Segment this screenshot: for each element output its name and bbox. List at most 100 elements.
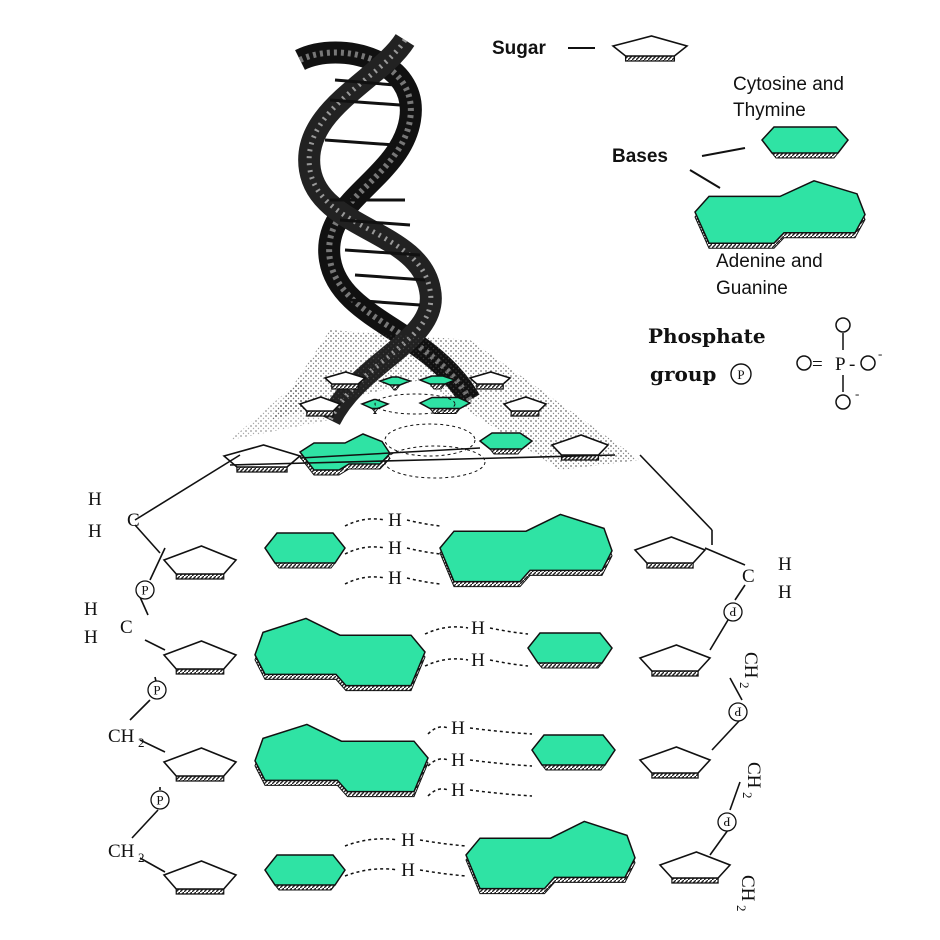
phosphate-group-icon: P (147, 680, 167, 700)
sugar-icon (298, 396, 342, 417)
sugar-icon (638, 644, 712, 677)
svg-text:P: P (141, 583, 148, 598)
svg-text:P: P (723, 815, 730, 830)
svg-text:P: P (729, 605, 736, 620)
phosphate-group-icon: P (728, 702, 748, 722)
legend-phosphate-line1: Phosphate (648, 324, 766, 348)
hydrogen-bond: H (344, 568, 441, 589)
purine-base-icon (254, 723, 429, 798)
sugar-icon (658, 851, 732, 884)
hydrogen-atom-label: H (451, 750, 465, 771)
hydrogen-bond: H (424, 618, 529, 639)
sugar-icon (468, 371, 512, 390)
pyrimidine-base-icon (527, 632, 613, 669)
legend-pyrimidines-line1: Cytosine and (733, 74, 844, 95)
hydrogen-atom-label: H (88, 489, 102, 510)
svg-text:-: - (855, 386, 859, 401)
hydrogen-bond: H (427, 718, 533, 739)
backbone-bond (139, 739, 166, 753)
legend-purines-line2: Guanine (716, 278, 788, 299)
sugar-icon (162, 860, 238, 895)
pyrimidine-base-icon (360, 398, 390, 414)
hydrogen-bond: H (344, 860, 467, 881)
phosphate-group-icon: P (723, 602, 743, 622)
svg-text:2: 2 (734, 905, 749, 912)
sugar-icon (638, 746, 712, 779)
hydrogen-bond: H (344, 538, 441, 559)
pyrimidine-base-icon (478, 432, 534, 455)
svg-text:P: P (734, 705, 741, 720)
backbone-bond (734, 584, 746, 601)
hydrogen-atom-label: H (388, 510, 402, 531)
purine-base-icon (465, 820, 636, 895)
carbon-atom-label: C (120, 617, 133, 638)
pyrimidine-base-icon (264, 532, 346, 569)
hydrogen-atom-label: H (388, 568, 402, 589)
pyrimidine-base-icon (377, 376, 413, 391)
sugar-icon (162, 747, 238, 782)
legend-bases-label: Bases (612, 146, 668, 167)
legend-pyrimidines-line2: Thymine (733, 100, 806, 121)
purine-base-icon (254, 617, 426, 692)
hydrogen-bond: H (427, 750, 533, 771)
svg-text:CH: CH (743, 762, 764, 789)
sugar-icon (162, 640, 238, 675)
hydrogen-atom-label: H (84, 627, 98, 648)
hydrogen-atom-label: H (401, 830, 415, 851)
hydrogen-atom-label: H (778, 582, 792, 603)
svg-text:-: - (878, 346, 882, 361)
sugar-icon (162, 545, 238, 580)
hydrogen-atom-label: H (88, 521, 102, 542)
svg-text:2: 2 (138, 735, 145, 750)
svg-text:CH: CH (108, 841, 135, 862)
svg-text:-: - (849, 354, 855, 375)
hydrogen-atom-label: H (401, 860, 415, 881)
pyrimidine-base-icon (417, 375, 458, 390)
svg-text:2: 2 (737, 682, 752, 689)
ch2-group-label: CH 2 (737, 652, 761, 689)
backbone-bond (229, 454, 616, 466)
backbone-bond (139, 857, 166, 873)
phosphate-symbol-icon: P (730, 363, 752, 385)
backbone-bond (709, 829, 729, 856)
svg-text:P: P (737, 367, 744, 382)
backbone-bond (639, 454, 713, 531)
legend-sugar-icon (611, 35, 689, 62)
svg-text:=: = (812, 354, 823, 375)
svg-text:CH: CH (740, 652, 761, 679)
carbon-atom-label: C (742, 566, 755, 587)
svg-text:P: P (153, 683, 160, 698)
backbone-bond (129, 699, 151, 721)
hydrogen-atom-label: H (471, 618, 485, 639)
hydrogen-bond: H (344, 830, 467, 851)
backbone-bond (134, 454, 241, 521)
hydrogen-bond: H (424, 650, 529, 671)
hydrogen-atom-label: H (778, 554, 792, 575)
svg-text:2: 2 (138, 850, 145, 865)
sugar-icon (633, 536, 707, 569)
phosphate-group-icon: P (150, 790, 170, 810)
hydrogen-atom-label: H (451, 718, 465, 739)
backbone-bond (709, 619, 729, 651)
backbone-bond (139, 596, 149, 616)
pyrimidine-base-icon (531, 734, 616, 771)
carbon-atom-label: C (127, 510, 140, 531)
backbone-bond (711, 719, 741, 751)
hydrogen-atom-label: H (84, 599, 98, 620)
legend-bases-line-1 (701, 147, 746, 157)
hydrogen-bond: H (344, 510, 441, 531)
legend-phosphate-line2: group (650, 362, 716, 386)
pyrimidine-base-icon (264, 854, 346, 891)
svg-text:CH: CH (737, 875, 758, 902)
ch2-group-label: CH2 (740, 762, 764, 799)
hydrogen-atom-label: H (388, 538, 402, 559)
legend-purines-line1: Adenine and (716, 251, 823, 272)
hydrogen-bond: H (427, 780, 533, 801)
backbone-bond (131, 809, 159, 839)
phosphate-formula: = P - - - (796, 317, 882, 410)
svg-text:P: P (156, 793, 163, 808)
